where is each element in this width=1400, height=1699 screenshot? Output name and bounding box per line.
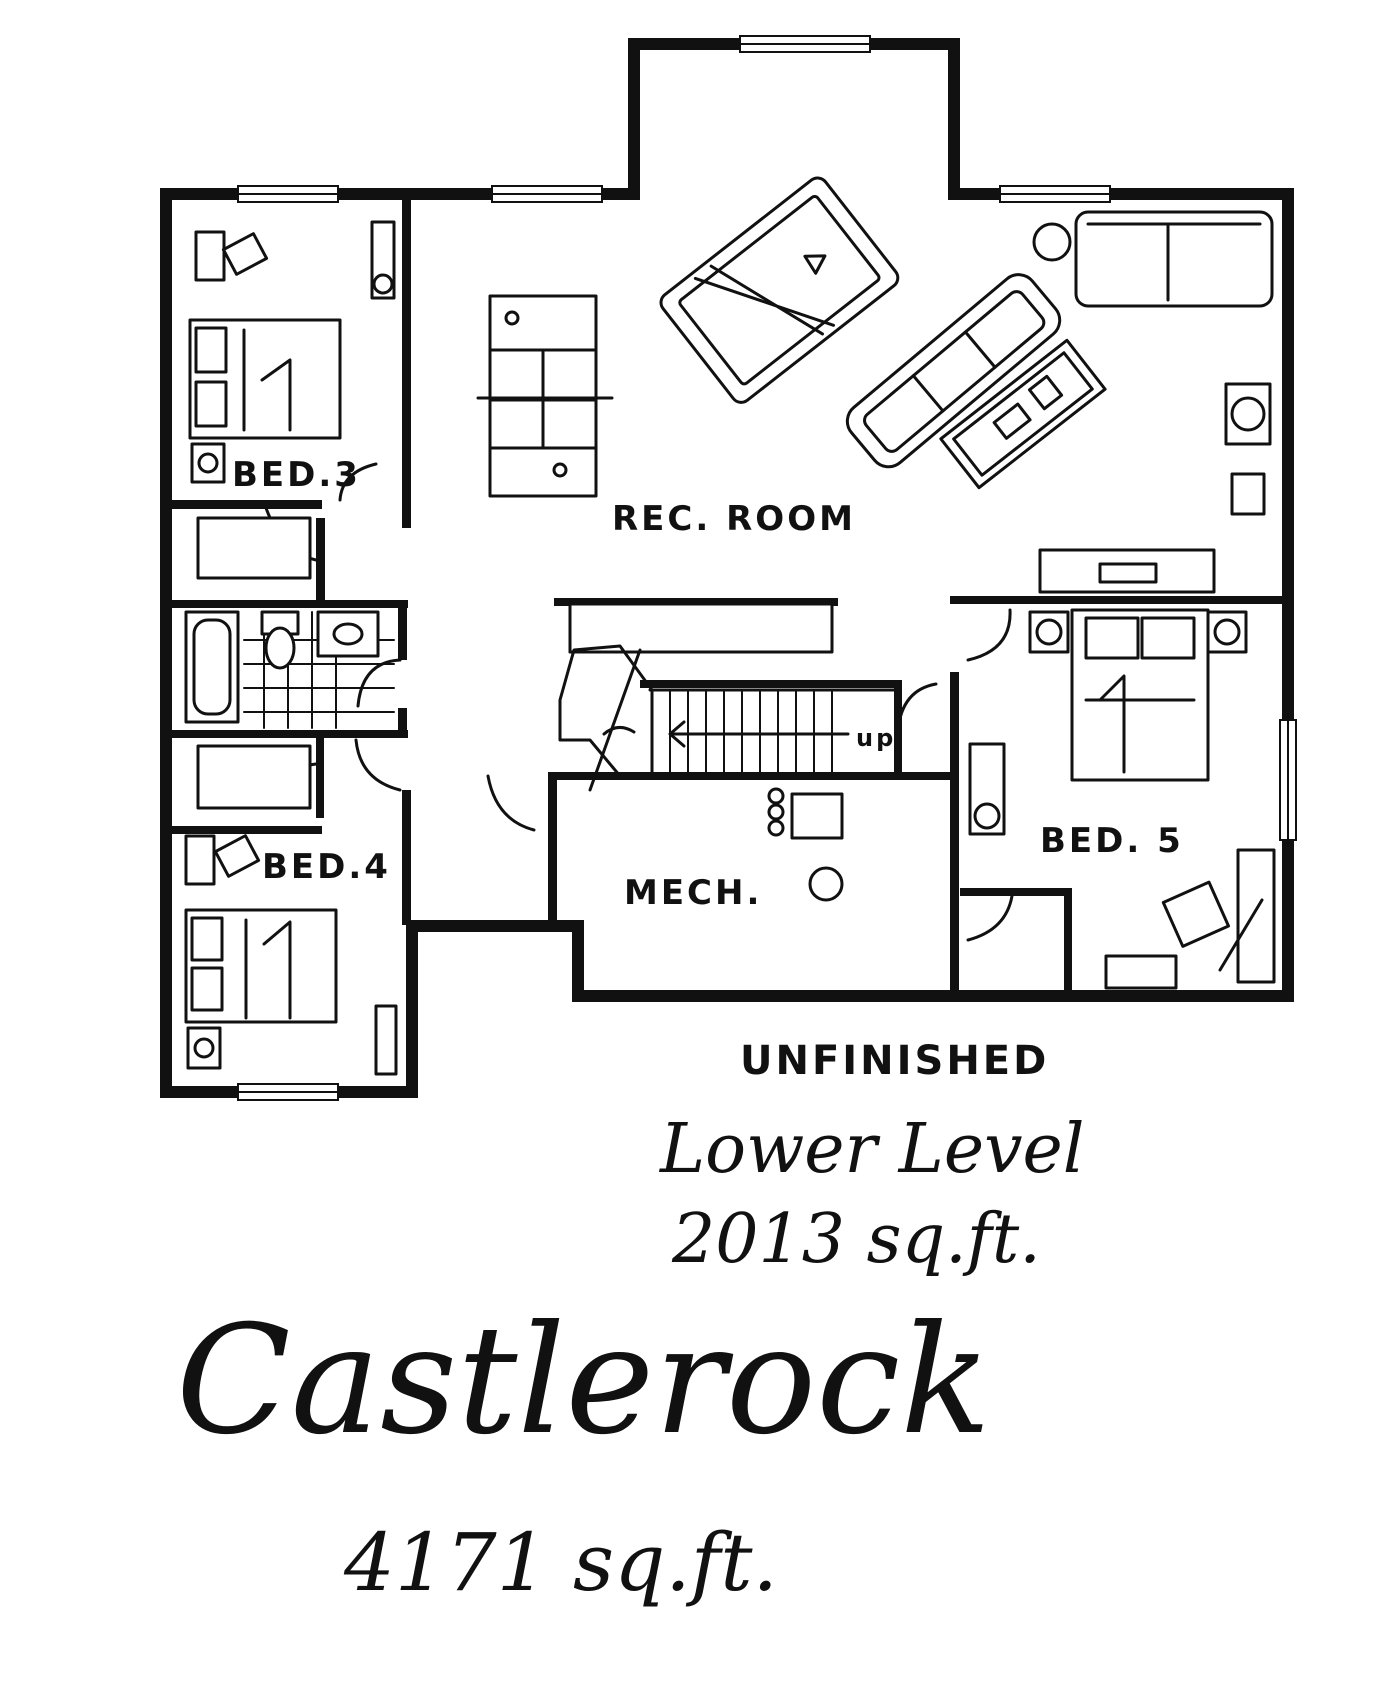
windows xyxy=(237,35,1297,1101)
bed5-label: BED. 5 xyxy=(1040,821,1184,861)
bath xyxy=(184,610,395,729)
bed3-label: BED.3 xyxy=(232,455,361,495)
level-caption: Lower Level xyxy=(658,1110,1084,1189)
bed4-furniture xyxy=(184,744,398,1076)
total-area-caption: 4171 sq.ft. xyxy=(343,1516,778,1609)
rec-room-label: REC. ROOM xyxy=(612,499,856,539)
rec-room-furniture xyxy=(476,176,1274,594)
bed5-furniture xyxy=(968,608,1276,990)
bed4-label: BED.4 xyxy=(262,847,391,887)
plan-name-title: Castlerock xyxy=(176,1294,991,1468)
room-labels: BED.3 BED.4 BED. 5 REC. ROOM MECH. up xyxy=(232,455,1184,913)
mech-label: MECH. xyxy=(624,873,762,913)
bed3-furniture xyxy=(188,220,396,580)
level-area-caption: 2013 sq.ft. xyxy=(671,1200,1041,1279)
unfinished-caption: UNFINISHED xyxy=(740,1038,1049,1084)
stairs xyxy=(558,602,902,792)
stair-up-label: up xyxy=(856,724,896,752)
captions: UNFINISHED Lower Level 2013 sq.ft. Castl… xyxy=(176,1038,1084,1609)
mech-equipment xyxy=(767,787,844,902)
